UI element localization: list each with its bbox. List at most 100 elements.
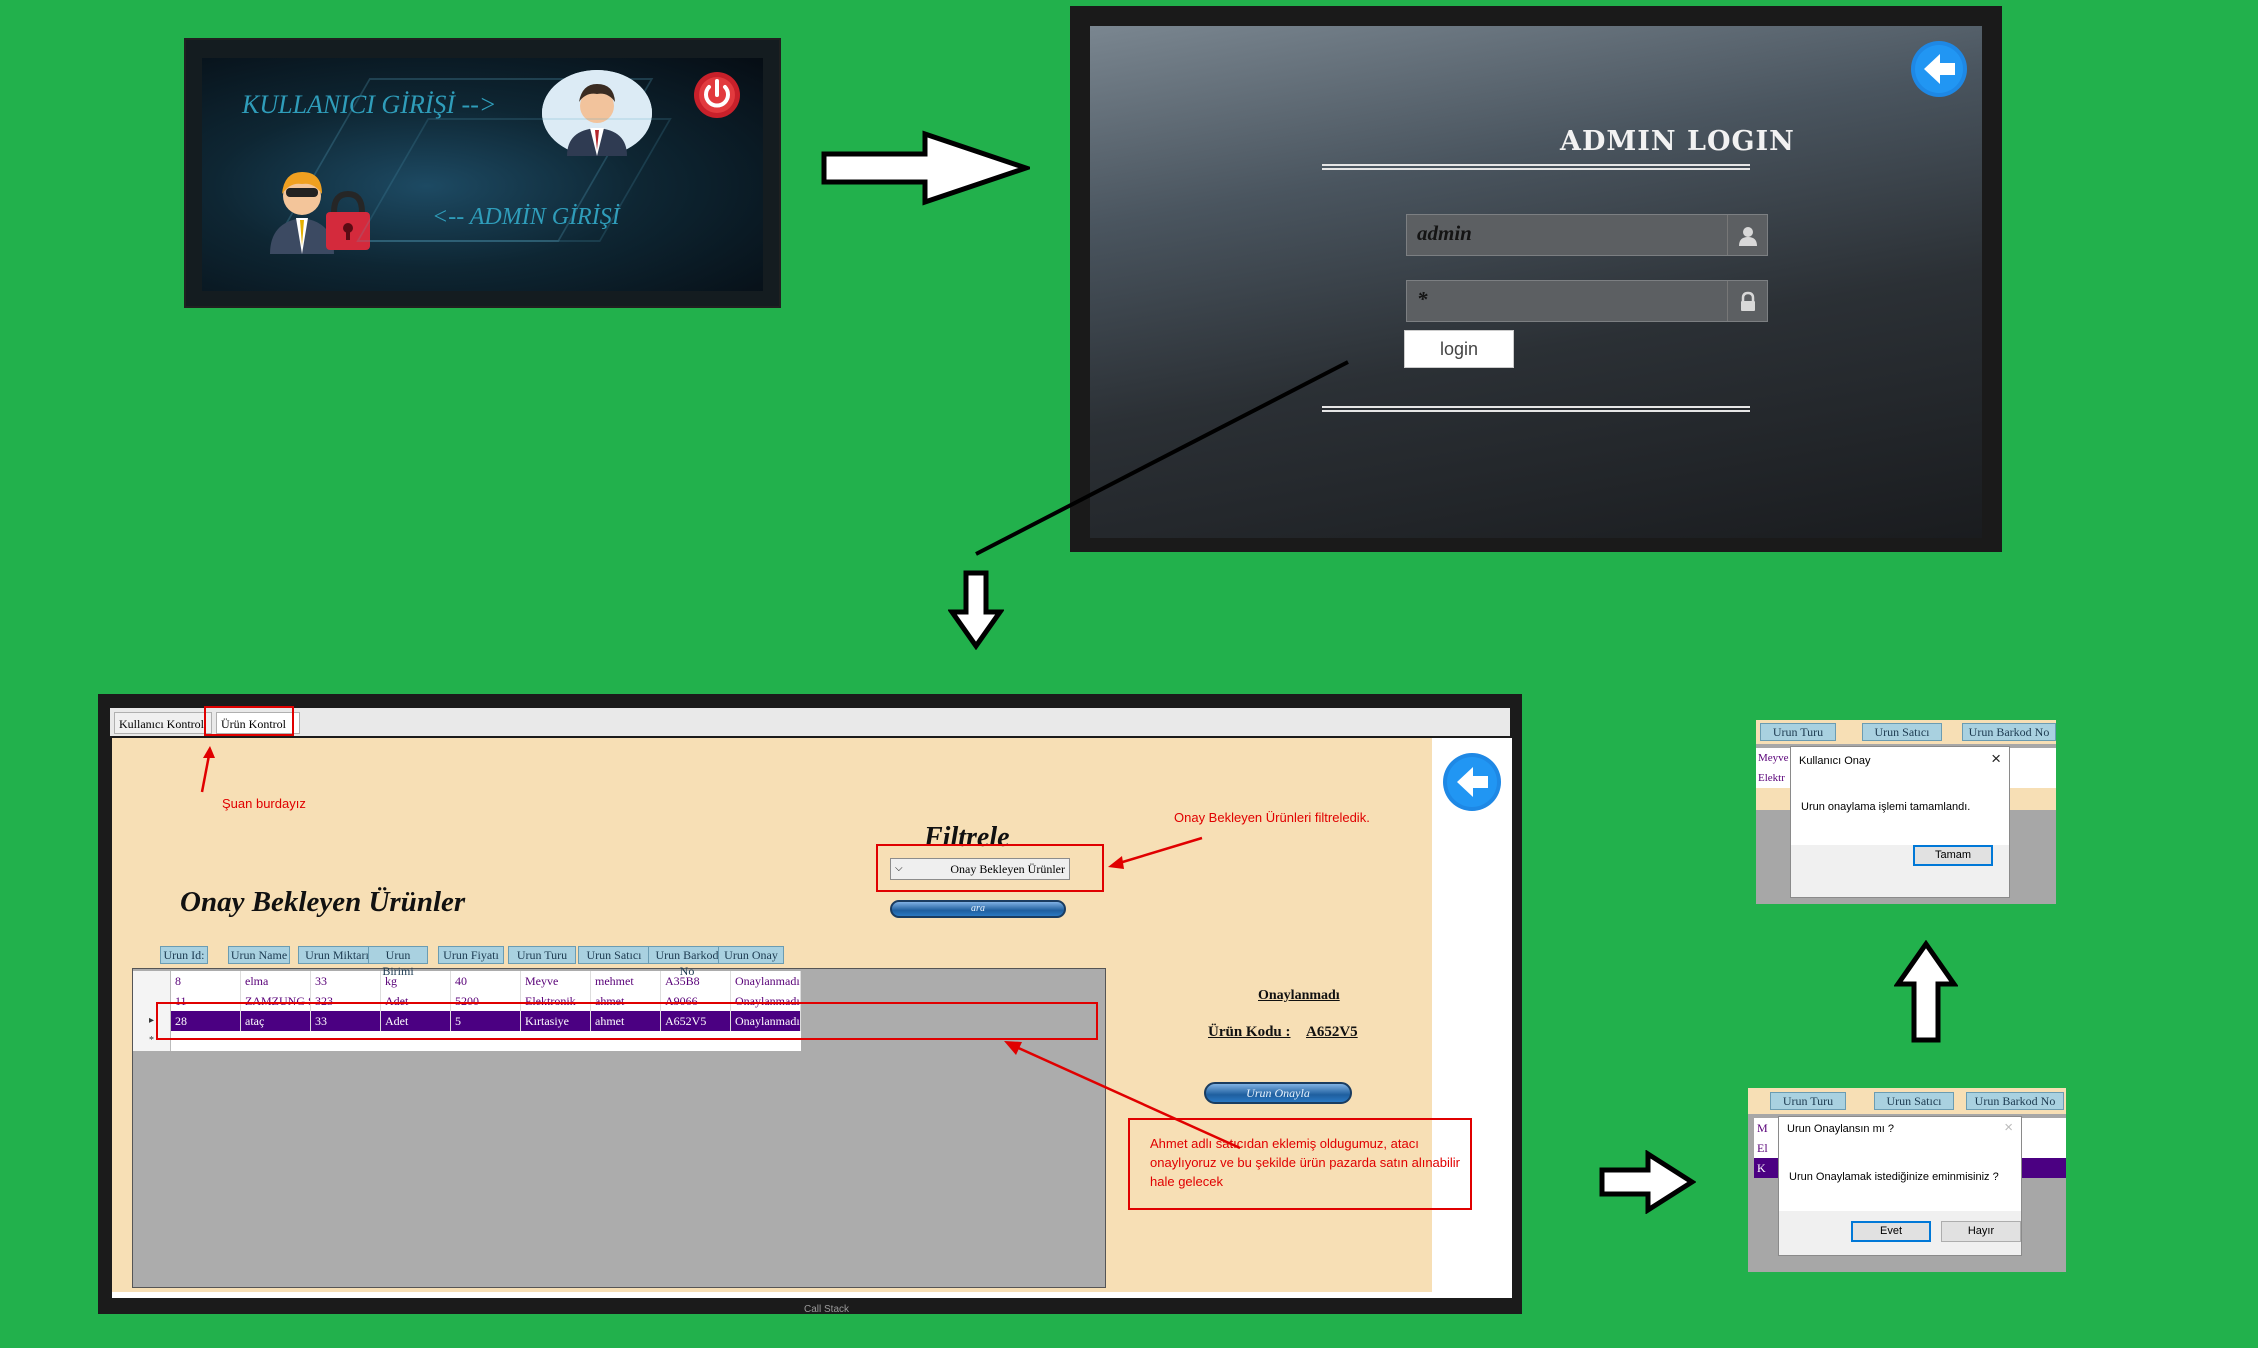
column-header: Urun Satıcı (1874, 1092, 1954, 1110)
connector-line (970, 360, 1350, 560)
no-button[interactable]: Hayır (1941, 1221, 2021, 1242)
table-cell: 323 (311, 991, 381, 1011)
filter-selected-value: Onay Bekleyen Ürünler (950, 862, 1065, 876)
column-header[interactable]: Urun Fiyatı (438, 946, 504, 964)
annotation-here: Şuan burdayız (222, 796, 306, 811)
tab-urun-kontrol[interactable]: Ürün Kontrol (216, 712, 300, 734)
table-cell: A35B8 (661, 971, 731, 991)
admin-login-background: ADMIN LOGIN admin * login (1090, 26, 1982, 538)
back-arrow-icon[interactable] (1910, 40, 1968, 98)
power-icon[interactable] (692, 70, 742, 120)
table-cell: kg (381, 971, 451, 991)
admin-lock-icon[interactable] (262, 154, 382, 254)
table-cell: Meyve (521, 971, 591, 991)
annotation-arrow-up (188, 744, 228, 794)
chevron-down-icon: ⌵ (895, 863, 903, 874)
column-header[interactable]: Urun Satıcı (578, 946, 650, 964)
table-cell: Onaylanmadı (731, 991, 801, 1011)
table-cell: 33 (311, 1011, 381, 1031)
column-header[interactable]: Urun Onay (718, 946, 784, 964)
column-header[interactable]: Urun Barkod No (648, 946, 726, 978)
close-icon[interactable]: × (2004, 1119, 2013, 1136)
username-value: admin (1417, 221, 1472, 245)
table-cell: 11 (171, 991, 241, 1011)
login-button[interactable]: login (1404, 330, 1514, 368)
login-select-window: KULLANICI GİRİŞİ --> <-- ADMİN GİRİŞİ (184, 38, 781, 308)
table-cell: Adet (381, 991, 451, 1011)
selected-row-highlight-box (156, 1002, 1098, 1040)
row-header[interactable] (133, 971, 171, 991)
column-header[interactable]: Urun Turu (508, 946, 576, 964)
back-arrow-icon[interactable] (1442, 752, 1502, 812)
table-cell: 33 (311, 971, 381, 991)
search-button[interactable]: ara (890, 900, 1066, 918)
dialog-message: Urun onaylama işlemi tamamlandı. (1801, 801, 1971, 813)
password-value: * (1417, 287, 1428, 311)
column-header[interactable]: Urun Name (228, 946, 290, 964)
column-header: Urun Turu (1770, 1092, 1846, 1110)
column-header: Urun Barkod No (1962, 723, 2056, 741)
section-title: Onay Bekleyen Ürünler (180, 886, 466, 918)
column-header: Urun Satıcı (1862, 723, 1942, 741)
tab-kullanici-kontrol[interactable]: Kullanıcı Kontrol (114, 712, 212, 734)
user-login-label[interactable]: KULLANICI GİRİŞİ --> (242, 90, 497, 119)
yes-button[interactable]: Evet (1851, 1221, 1931, 1242)
table-cell: Onaylanmadı (731, 971, 801, 991)
username-field[interactable]: admin (1406, 214, 1768, 256)
dialog-message: Urun Onaylamak istediğinize eminmisiniz … (1789, 1171, 1999, 1183)
table-cell: Elektronik (521, 991, 591, 1011)
table-cell: 28 (171, 1011, 241, 1031)
annotation-arrow-left (1106, 834, 1206, 874)
arrow-down-icon (947, 570, 1005, 651)
user-icon (1737, 225, 1759, 247)
product-control-area: Şuan burdayız Filtrele ⌵ Onay Bekleyen Ü… (112, 738, 1472, 1292)
column-header[interactable]: Urun Id: (160, 946, 208, 964)
product-control-content: Şuan burdayız Filtrele ⌵ Onay Bekleyen Ü… (112, 738, 1512, 1298)
arrow-right-icon (820, 130, 1034, 206)
lock-icon (1737, 291, 1759, 313)
close-icon[interactable]: × (1991, 749, 2001, 768)
table-cell: 5200 (451, 991, 521, 1011)
column-header: Urun Barkod No (1966, 1092, 2064, 1110)
table-cell: ZAMZUNG S6 (241, 991, 311, 1011)
field-separator (1727, 281, 1728, 321)
table-cell: Adet (381, 1011, 451, 1031)
table-cell: elma (241, 971, 311, 991)
done-dialog-screen: Urun Turu Urun Satıcı Urun Barkod No Mey… (1756, 720, 2056, 904)
table-cell: ataç (241, 1011, 311, 1031)
table-cell: A652V5 (661, 1011, 731, 1031)
bottom-divider (1322, 406, 1750, 412)
tab-highlight-box (204, 706, 294, 736)
annotation-approve-box: Ahmet adlı satıcıdan eklemiş oldugumuz, … (1128, 1118, 1472, 1210)
table-cell: Onaylanmadı (731, 1011, 801, 1031)
admin-login-title: ADMIN LOGIN (1560, 126, 1795, 157)
admin-login-label[interactable]: <-- ADMİN GİRİŞİ (432, 204, 620, 230)
tab-strip: Kullanıcı Kontrol Ürün Kontrol (110, 708, 1510, 736)
done-dialog: Kullanıcı Onay × Urun onaylama işlemi ta… (1790, 746, 2010, 898)
new-row[interactable] (171, 1031, 801, 1051)
row-header[interactable]: ▸ (133, 1011, 171, 1031)
product-code-value: A652V5 (1306, 1024, 1358, 1040)
row-header[interactable] (133, 991, 171, 1011)
confirm-dialog-screen: Urun Turu Urun Satıcı Urun Barkod No M E… (1748, 1088, 2066, 1272)
filter-select[interactable]: ⌵ Onay Bekleyen Ürünler (890, 858, 1070, 880)
column-header[interactable]: Urun Birimi (368, 946, 428, 978)
table-cell: ahmet (591, 1011, 661, 1031)
table-cell: Kırtasiye (521, 1011, 591, 1031)
dialog-title: Urun Onaylansın mı ? (1787, 1123, 1894, 1135)
password-field[interactable]: * (1406, 280, 1768, 322)
column-header[interactable]: Urun Miktarı (298, 946, 376, 964)
new-row-header[interactable]: * (133, 1031, 171, 1051)
table-cell: 5 (451, 1011, 521, 1031)
table-cell: 8 (171, 971, 241, 991)
admin-login-window: ADMIN LOGIN admin * login (1070, 6, 2002, 552)
approve-button[interactable]: Urun Onayla (1204, 1082, 1352, 1104)
column-header: Urun Turu (1760, 723, 1836, 741)
ok-button[interactable]: Tamam (1913, 845, 1993, 866)
table-cell: A9066 (661, 991, 731, 1011)
user-avatar-icon[interactable] (542, 70, 652, 156)
